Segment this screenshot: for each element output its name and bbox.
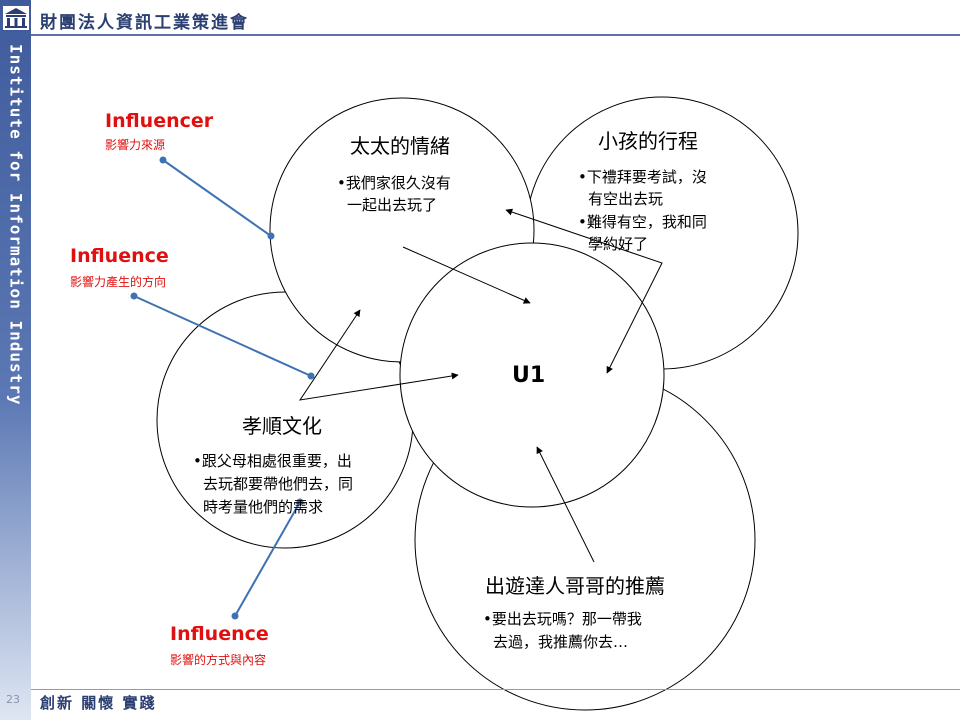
kids-circle-line-4: 學約好了 — [588, 235, 649, 253]
footer-divider — [31, 689, 960, 690]
kids-circle-line-2: 有空出去玩 — [588, 190, 664, 208]
brother-circle-line-2: 去過，我推薦你去… — [493, 633, 629, 651]
center-u1-label: U1 — [512, 363, 546, 388]
kids-circle-line-1: •下禮拜要考試，沒 — [578, 168, 707, 186]
annotation-influence-content-subtitle: 影響的方式與內容 — [170, 653, 267, 667]
filial-circle-line-1: •跟父母相處很重要，出 — [193, 452, 352, 470]
footer-motto: 創新 關懷 實踐 — [40, 694, 157, 712]
pointer-dot-influence-content-start — [231, 612, 239, 620]
filial-circle-title: 孝順文化 — [242, 414, 322, 438]
brother-circle-line-1: •要出去玩嗎？那一帶我 — [483, 610, 642, 628]
pointer-dot-influence-content-end — [296, 498, 304, 506]
pointer-dot-influencer-end — [267, 232, 275, 240]
pointer-line-influence-direction — [133, 295, 312, 377]
annotation-influence-direction-subtitle: 影響力產生的方向 — [70, 275, 167, 289]
filial-circle-line-2: 去玩都要帶他們去，同 — [203, 475, 354, 493]
annotation-influencer-title: Influencer — [105, 110, 214, 132]
wife-circle-line-1: •我們家很久沒有 — [337, 174, 451, 192]
organization-name: 財團法人資訊工業策進會 — [40, 13, 249, 33]
arrow-brother-to-u1 — [536, 446, 595, 563]
pointer-dot-influence-direction-end — [307, 372, 315, 380]
institute-building-icon — [3, 6, 29, 30]
arrow-filial-to-wife-and-u1 — [298, 309, 459, 401]
annotation-influence-content-title: Influence — [170, 623, 269, 645]
header-divider — [31, 34, 960, 36]
pointer-line-influence-content — [234, 501, 301, 617]
filial-circle-line-3: 時考量他們的需求 — [203, 498, 324, 516]
wife-circle-line-2: 一起出去玩了 — [347, 196, 438, 214]
wife-circle-title: 太太的情緒 — [350, 134, 450, 158]
annotation-influencer-subtitle: 影響力來源 — [105, 138, 166, 152]
page-number: 23 — [6, 693, 20, 706]
pointer-dot-influence-direction-start — [130, 292, 138, 300]
annotation-influence-direction-title: Influence — [70, 245, 169, 267]
kids-circle-title: 小孩的行程 — [598, 129, 698, 153]
pointer-dot-influencer-start — [159, 156, 167, 164]
sidebar-band: Institute for Information Industry — [0, 0, 31, 720]
brother-circle-title: 出遊達人哥哥的推薦 — [485, 574, 665, 598]
pointer-line-influencer — [162, 159, 272, 237]
kids-circle-line-3: •難得有空，我和同 — [578, 213, 707, 231]
arrow-kids-to-wife-and-u1 — [505, 208, 663, 374]
